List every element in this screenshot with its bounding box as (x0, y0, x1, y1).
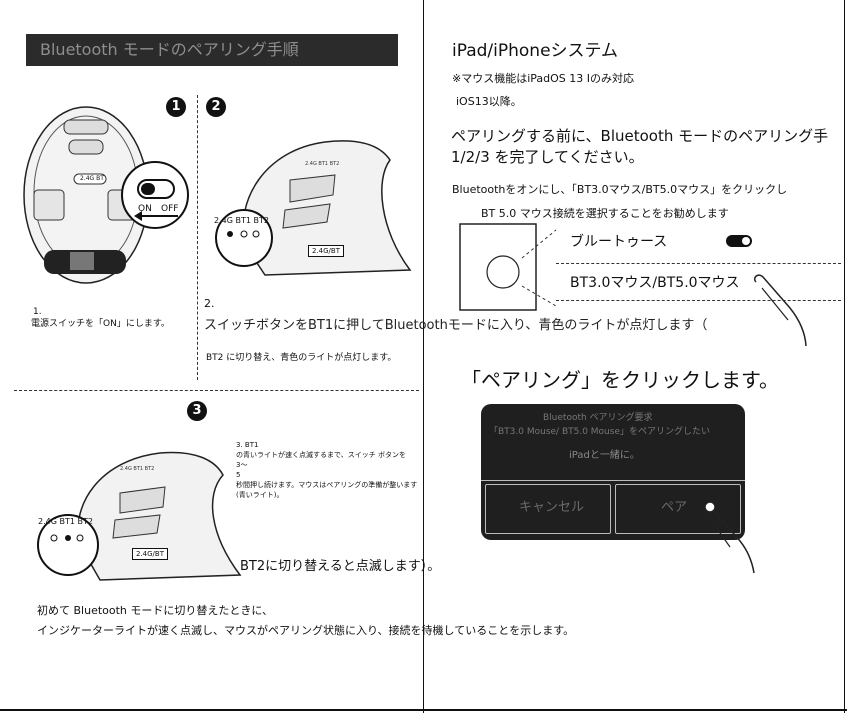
dialog-line-3: iPadと一緒に。 (569, 450, 640, 461)
bottom-border (0, 709, 847, 711)
right-border (844, 0, 845, 713)
step2-number: 2 (206, 97, 226, 117)
mouse-bottom-illustration (23, 106, 149, 284)
right-note-2: iOS13以降。 (456, 95, 522, 108)
toggle-knob (742, 237, 750, 245)
step2-number-label: 2. (204, 297, 215, 310)
step3-number: 3 (187, 401, 207, 421)
page-divider (423, 0, 424, 713)
tapping-finger-icon (704, 501, 755, 574)
dialog-button-divider (481, 480, 745, 481)
dialog-line-1: Bluetooth ペアリング要求 (543, 413, 653, 423)
led-labels-step3: 2.4G BT1 BT2 (38, 517, 93, 526)
switch-off-label: OFF (161, 204, 179, 214)
pair-button[interactable] (615, 484, 741, 534)
step3-line: (青いライト)。 (236, 491, 284, 499)
svg-text:2.4G BT1 BT2: 2.4G BT1 BT2 (305, 161, 339, 167)
right-inst-1: Bluetoothをオンにし、「BT3.0マウス/BT5.0マウス」をクリックし (452, 183, 788, 196)
pairing-dialog: Bluetooth ペアリング要求 「BT3.0 Mouse/ BT5.0 Mo… (481, 404, 745, 540)
section-header: Bluetooth モードのペアリング手順 (26, 34, 398, 66)
cancel-button-label: キャンセル (519, 500, 585, 515)
footer-line-1: 初めて Bluetooth モードに切り替えたときに、 (37, 604, 274, 617)
pair-button-label: ペア (661, 500, 688, 515)
led-callout-step2 (215, 209, 273, 267)
button-label-step3: 2.4G/BT (132, 548, 168, 560)
step-divider-vertical (197, 95, 198, 380)
step-divider-horizontal (14, 390, 419, 391)
settings-row-divider (556, 263, 841, 264)
bluetooth-row-label: ブルートゥース (570, 234, 668, 250)
button-label-step2: 2.4G/BT (308, 245, 344, 257)
step3-bottom-caption: BT2に切り替えると点滅します）。 (240, 559, 441, 574)
cancel-button[interactable] (485, 484, 611, 534)
step3-line: 秒間押し続けます。マウスはペアリングの準備が整います (236, 481, 418, 489)
step1-number-label: 1. (33, 307, 42, 317)
slot-label: 2.4G BT (80, 175, 104, 182)
step1-caption: 電源スイッチを「ON」にします。 (31, 319, 170, 329)
mouse-side-illustration-step3: 2.4G BT1 BT2 (77, 451, 242, 581)
svg-text:2.4G BT1 BT2: 2.4G BT1 BT2 (120, 466, 154, 472)
click-pairing-heading: 「ペアリング」をクリックします。 (461, 368, 779, 392)
right-para-2: 1/2/3 を完了してください。 (451, 148, 644, 166)
power-switch-callout (121, 161, 189, 229)
step3-line: 3～ (236, 461, 248, 469)
ipad-illustration (459, 223, 557, 311)
right-para-1: ペアリングする前に、Bluetooth モードのペアリング手 (451, 127, 829, 145)
footer-line-2: インジケーターライトが速く点滅し、マウスがペアリング状態に入り、接続を待機してい… (37, 624, 575, 637)
step1-number: 1 (166, 97, 186, 117)
step3-line: 3. BT1 (236, 441, 259, 449)
dialog-line-2: 「BT3.0 Mouse/ BT5.0 Mouse」をペアリングしたい (489, 427, 710, 437)
settings-bottom-divider (556, 300, 841, 301)
pointing-finger-icon (753, 274, 807, 347)
bt-mouse-row-label[interactable]: BT3.0マウス/BT5.0マウス (570, 275, 740, 291)
mouse-side-illustration-step2: 2.4G BT1 BT2 (242, 140, 412, 276)
bluetooth-toggle[interactable] (726, 235, 752, 247)
step2-caption: スイッチボタンをBT1に押してBluetoothモードに入り、青色のライトが点灯… (204, 318, 708, 333)
step2-sub-caption: BT2 に切り替え、青色のライトが点灯します。 (206, 353, 397, 363)
led-callout-step3 (37, 514, 99, 576)
step3-line: の青いライトが速く点滅するまで、スイッチ ボタンを (236, 451, 406, 459)
led-labels-step2: 2.4G BT1 BT2 (214, 216, 269, 225)
right-note-1: ※マウス機能はiPadOS 13 Iのみ対応 (452, 72, 635, 85)
right-title: iPad/iPhoneシステム (452, 41, 619, 61)
step3-instructions: 3. BT1 の青いライトが速く点滅するまで、スイッチ ボタンを 3～ 5 秒間… (236, 440, 456, 500)
switch-on-label: ON (138, 204, 152, 214)
step3-line: 5 (236, 471, 241, 479)
right-inst-2: BT 5.0 マウス接続を選択することをお勧めします (481, 207, 729, 220)
